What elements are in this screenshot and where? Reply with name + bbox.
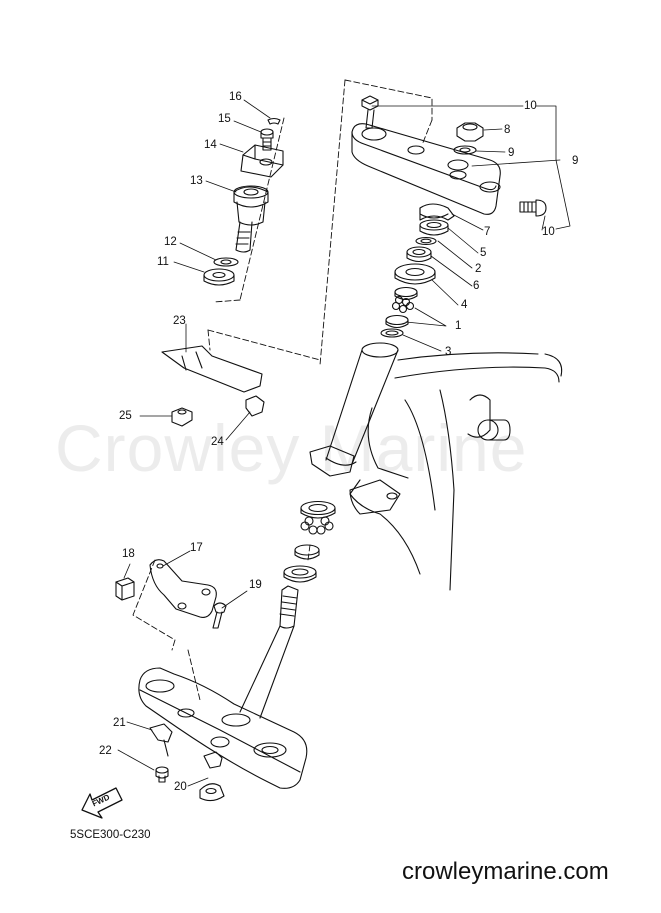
part-24-clip [245, 395, 265, 417]
callout-11: 11 [157, 256, 169, 268]
callout-22: 22 [99, 745, 112, 757]
callout-20: 20 [174, 781, 187, 793]
callout-10-bottom: 10 [542, 226, 555, 238]
part-8-washer [453, 145, 477, 155]
callout-4: 4 [461, 299, 468, 311]
callout-21: 21 [113, 717, 126, 729]
callout-5-upper: 5 [480, 247, 487, 259]
fwd-arrow-icon [81, 787, 123, 819]
callout-23: 23 [173, 315, 186, 327]
part-10-bolt-right [519, 199, 547, 217]
callout-6: 7 [484, 226, 491, 238]
part-22-bolt [155, 766, 169, 783]
part-18-damper [115, 577, 135, 601]
part-3-seal [380, 328, 404, 338]
part-14-holder-upper [240, 144, 284, 178]
part-25-nut [171, 407, 193, 427]
part-21-clamp [149, 723, 173, 757]
site-url[interactable]: crowleymarine.com [402, 858, 609, 885]
part-11-damper [203, 268, 235, 286]
callout-24: 24 [211, 436, 224, 448]
lower-bracket [138, 667, 308, 789]
callout-1: 1 [455, 320, 462, 332]
part-17-bracket [149, 559, 217, 618]
leader-lines [117, 99, 571, 787]
callout-17: 17 [190, 542, 203, 554]
part-5-ring-nut-lower [406, 246, 432, 263]
part-7-nut [456, 122, 484, 142]
diagram-code: 5SCE300-C230 [70, 829, 151, 841]
part-16-cap [267, 117, 281, 125]
part-10-bolt-top [361, 95, 379, 129]
part-15-bolt [260, 128, 274, 151]
part-23-bracket [161, 345, 263, 393]
part-12-washer [213, 257, 239, 267]
part-19-bolt [212, 602, 227, 629]
callout-8: 9 [508, 147, 515, 159]
callout-7: 8 [504, 124, 511, 136]
callout-9-visible: 9 [572, 155, 579, 167]
part-20-clip [199, 751, 225, 802]
part-seal-lower [283, 565, 317, 583]
callout-15: 15 [218, 113, 231, 125]
part-5-ring-nut-upper [419, 219, 449, 236]
callout-5-lower: 6 [473, 280, 480, 292]
callout-14: 14 [204, 139, 217, 151]
callout-25: 25 [119, 410, 132, 422]
part-4-bearing-cover [394, 263, 436, 285]
callout-13: 13 [190, 175, 203, 187]
watermark: Crowley Marine [55, 411, 528, 485]
part-13-holder-lower [233, 185, 269, 253]
part-9-upper-bracket [351, 123, 501, 215]
part-6-lock-washer [419, 203, 455, 221]
callout-19: 19 [249, 579, 262, 591]
frame-head-pipe [309, 342, 563, 591]
callout-2: 2 [475, 263, 482, 275]
part-1-bearing-lower [294, 500, 336, 560]
callout-3: 3 [445, 346, 452, 358]
part-1-bearing-upper [385, 286, 418, 329]
callout-16: 16 [229, 91, 242, 103]
callout-10-top: 10 [524, 100, 537, 112]
part-2-washer [415, 236, 437, 246]
callout-18: 18 [122, 548, 135, 560]
steering-stem [239, 585, 299, 719]
callout-12: 12 [164, 236, 177, 248]
